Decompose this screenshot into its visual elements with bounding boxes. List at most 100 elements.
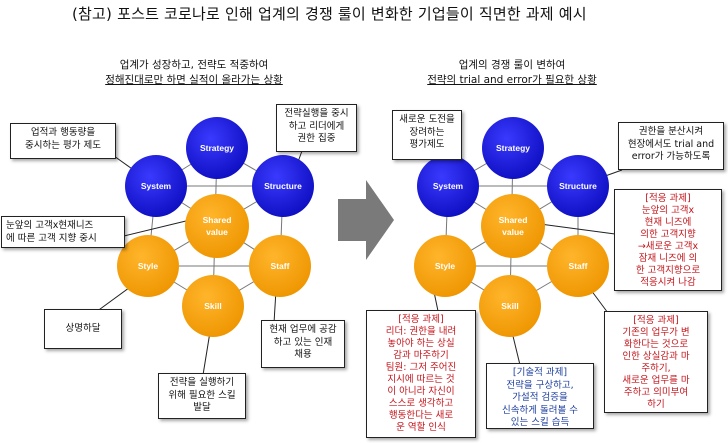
left-subtitle-line-2: 정해진대로만 하면 실적이 올라가는 상황	[105, 74, 283, 86]
callout-line: →새로운 고객x	[637, 241, 699, 252]
right-system-circle	[417, 155, 479, 217]
callout-line: 이 아니라 자신이	[387, 386, 455, 397]
left-system-circle	[125, 155, 187, 217]
right-structure-circle	[547, 155, 609, 217]
right-strategy-label: Strategy	[496, 143, 530, 153]
callout-line: 기존의 업무가 변	[622, 327, 690, 338]
callout-line: [적응 과제]	[633, 315, 679, 326]
callout-line: 권한 집중	[297, 133, 336, 144]
right-subtitle: 업계의 경쟁 룰이 변하여 전략의 trial and error가 필요한 상…	[392, 58, 632, 88]
right-system-label: System	[433, 181, 464, 191]
callout-line: 새로운 도전을	[399, 114, 455, 125]
left-structure-callout: 전략실행을 중시 하고 리더에게 권한 집중	[276, 104, 357, 152]
callout-line: error가 가능하도록	[631, 151, 711, 162]
left-skill-callout: 전략을 실행하기 위해 필요한 스킬 발달	[158, 373, 246, 419]
callout-line: [적응 과제]	[398, 314, 444, 325]
right-value-label: value	[502, 227, 524, 237]
callout-line: 채용	[294, 349, 312, 360]
callout-line: 인한 상실감과 마	[622, 351, 690, 362]
callout-line: 행동한다는 새로	[388, 410, 454, 421]
left-structure-circle	[252, 155, 314, 217]
callout-line: 하고 있는 인재	[273, 336, 333, 348]
callout-line: 있는 스킬 습득	[510, 417, 570, 428]
callout-line: 전략을 구상하고,	[506, 379, 574, 391]
transition-arrow-icon	[338, 180, 394, 260]
left-skill-circle	[182, 275, 244, 337]
right-skill-callout: [기술적 과제] 전략을 구상하고, 가설적 검증을 신속하게 돌려볼 수 있는…	[486, 363, 594, 429]
right-system-callout: 새로운 도전을 장려하는 평가제도	[392, 110, 462, 160]
callout-line: 눈앞의 고객x현재니즈	[6, 220, 94, 231]
right-staff-circle	[547, 235, 609, 297]
callout-line: 하고 리더에게	[288, 120, 345, 132]
callout-line: 장려하는	[409, 126, 445, 138]
callout-line: 평가제도	[409, 139, 445, 150]
right-staff-label: Staff	[569, 261, 588, 271]
callout-line: 눈앞의 고객x	[641, 205, 695, 216]
callout-line: 지시에 따르는 것	[387, 374, 455, 385]
left-circles	[117, 117, 314, 337]
callout-line: 전략을 실행하기	[169, 377, 235, 388]
callout-line: 한 고객지향으로	[635, 265, 701, 276]
right-skill-label: Skill	[501, 301, 518, 311]
callout-line: 상명하달	[65, 323, 101, 334]
left-strategy-circle	[186, 117, 248, 179]
left-subtitle-line-1: 업계가 성장하고, 전략도 적중하여	[119, 59, 269, 71]
callout-line: 주하고 의미부여	[623, 387, 689, 398]
right-strategy-circle	[482, 117, 544, 179]
right-subtitle-line-2: 전략의 trial and error가 필요한 상황	[427, 74, 597, 86]
callout-line: 위해 필요한 스킬	[168, 389, 236, 401]
callout-line: 현재 니즈에	[644, 217, 692, 228]
callout-line: 현재 업무에 공감	[269, 324, 337, 335]
callout-line: 현장에서도 trial and	[627, 138, 715, 150]
callout-line: 주하기,	[641, 363, 671, 374]
right-style-label: Style	[435, 261, 456, 271]
right-circles	[414, 117, 609, 337]
callout-line: 감과 마주하기	[393, 350, 449, 361]
callout-line: 에 따른 고객 지향 중시	[6, 232, 97, 244]
right-structure-callout: 권한을 분산시켜 현장에서도 trial and error가 가능하도록	[618, 122, 724, 170]
callout-line: 가설적 검증을	[512, 392, 568, 403]
right-shared-value-callout: [적응 과제] 눈앞의 고객x 현재 니즈에 의한 고객지향 →새로운 고객x …	[614, 189, 722, 291]
callout-line: 신속하게 돌려볼 수	[502, 404, 578, 416]
left-system-callout: 업적과 행동량을 중시하는 평가 제도	[10, 123, 116, 159]
left-staff-label: Staff	[271, 261, 290, 271]
left-value-label: value	[206, 227, 228, 237]
callout-line: 잠재 니즈에 의	[638, 253, 698, 264]
callout-line: 화한다는 것으로	[623, 339, 689, 350]
callout-line: 업적과 행동량을	[30, 127, 96, 138]
left-system-label: System	[141, 181, 172, 191]
callout-line: 스스로 생각하고	[388, 398, 454, 409]
left-shared-value-circle	[185, 194, 249, 258]
right-skill-circle	[479, 275, 541, 337]
right-subtitle-line-1: 업계의 경쟁 룰이 변하여	[458, 59, 566, 71]
callout-line: [적응 과제]	[645, 193, 691, 204]
left-style-label: Style	[138, 261, 159, 271]
callout-line: 발달	[193, 402, 211, 413]
callout-line: 중시하는 평가 제도	[25, 139, 101, 151]
callout-line: 의한 고객지향	[640, 229, 696, 240]
callout-line: 권한을 분산시켜	[638, 126, 704, 137]
callout-line: 적응시켜 나감	[640, 277, 696, 288]
left-shared-value-callout: 눈앞의 고객x현재니즈 에 따른 고객 지향 중시	[1, 216, 125, 248]
callout-line: [기술적 과제]	[512, 367, 568, 378]
right-structure-label: Structure	[559, 181, 597, 191]
right-shared-value-circle	[481, 194, 545, 258]
callout-line: 하기	[647, 399, 665, 410]
left-strategy-label: Strategy	[200, 143, 234, 153]
left-staff-circle	[249, 235, 311, 297]
right-style-circle	[414, 235, 476, 297]
right-shared-label: Shared	[499, 215, 528, 225]
callout-line: 리더: 권한을 내려	[385, 326, 457, 337]
callout-line: 팀원: 그저 주어진	[385, 362, 457, 373]
callout-line: 운 역할 인식	[396, 422, 446, 433]
left-skill-label: Skill	[204, 301, 221, 311]
callout-line: 놓아야 하는 상실	[387, 338, 455, 349]
left-subtitle: 업계가 성장하고, 전략도 적중하여 정해진대로만 하면 실적이 올라가는 상황	[84, 58, 304, 88]
left-style-circle	[117, 235, 179, 297]
left-shared-label: Shared	[203, 215, 232, 225]
page-title: (참고) 포스트 코로나로 인해 업계의 경쟁 룰이 변화한 기업들이 직면한 …	[72, 5, 587, 23]
left-style-callout: 상명하달	[44, 309, 122, 349]
left-structure-label: Structure	[264, 181, 302, 191]
callout-line: 새로운 업무를 마	[622, 375, 690, 386]
